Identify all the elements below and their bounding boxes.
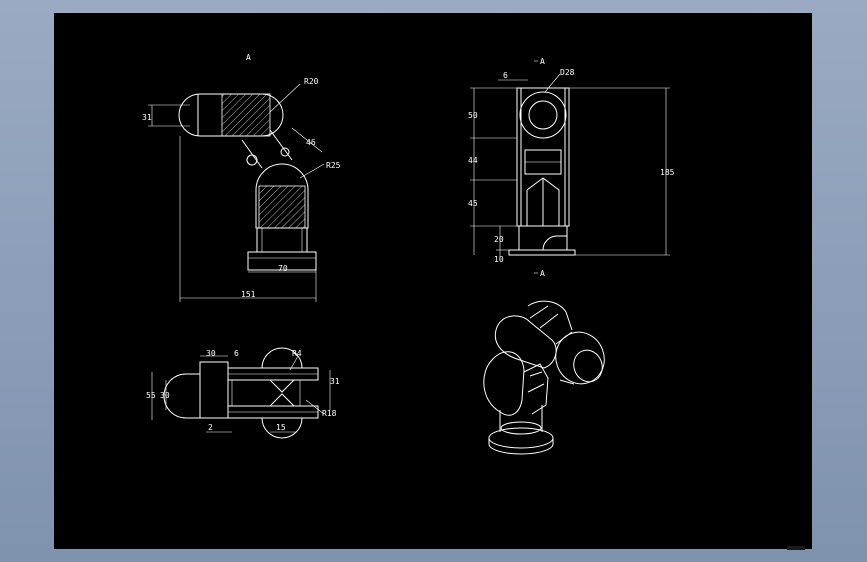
top-left-block xyxy=(199,361,229,419)
dim-h4: 20 xyxy=(494,235,504,244)
dim-leader-r-joint xyxy=(299,163,325,179)
base-flange xyxy=(247,251,317,271)
iso-base-side xyxy=(488,438,554,455)
joint-pin xyxy=(246,154,258,166)
side-base-plate xyxy=(508,249,576,256)
top-view: 30 6 R4 55 30 31 R18 2 15 xyxy=(146,347,340,439)
iso-fork-detail xyxy=(527,371,545,393)
iso-bearing-link xyxy=(555,331,575,385)
column-body xyxy=(256,227,308,253)
section-mark-top: A xyxy=(540,57,545,66)
dim-h5: 10 xyxy=(494,255,504,264)
top-center-web xyxy=(269,379,295,407)
dim-r18: R18 xyxy=(322,409,337,418)
dim-leader-r18 xyxy=(305,399,325,415)
side-bearing-outer xyxy=(519,91,567,139)
dim-h3: 45 xyxy=(468,199,478,208)
dim-base-w: 70 xyxy=(278,264,288,273)
section-mark-bottom: A xyxy=(540,269,545,278)
top-arcs xyxy=(261,347,303,439)
dim-h31: 31 xyxy=(330,377,340,386)
dim-leader-r4 xyxy=(289,355,299,371)
iso-upper-top xyxy=(527,300,573,331)
lower-joint-section xyxy=(258,185,306,229)
dim-gap: 6 xyxy=(234,349,239,358)
dim-len-diag: 46 xyxy=(306,138,316,147)
status-corner-mark xyxy=(787,546,805,550)
dim-r4: R4 xyxy=(292,349,302,358)
iso-base-top xyxy=(488,427,554,449)
dim-top-w30: 30 xyxy=(206,349,216,358)
dim-leader-r-top xyxy=(269,83,301,113)
side-fillet xyxy=(542,235,567,251)
iso-upper-ridges xyxy=(529,305,559,329)
dim-leader-d-circle xyxy=(544,73,561,93)
top-left-boss xyxy=(163,373,201,419)
dim-total-h: 185 xyxy=(660,168,675,177)
front-view: A 31 R20 46 R25 70 151 xyxy=(142,53,341,302)
dim-h30: 30 xyxy=(160,391,170,400)
iso-bearing-inner xyxy=(573,349,603,383)
iso-column-ring xyxy=(500,421,542,435)
iso-column xyxy=(499,405,543,432)
dim-h55: 55 xyxy=(146,391,156,400)
dim-r-top: R20 xyxy=(304,77,319,86)
lower-joint-outline xyxy=(255,163,309,229)
dim-top-w: 6 xyxy=(503,71,508,80)
iso-upper-arm xyxy=(494,315,557,369)
dim-h2: 44 xyxy=(468,156,478,165)
side-bearing-inner xyxy=(528,100,558,130)
iso-lower-body xyxy=(483,351,525,416)
dim-h-left: 31 xyxy=(142,113,152,122)
isometric-view xyxy=(483,300,605,455)
joint-pin-small xyxy=(280,147,290,157)
dim-d-circle: D28 xyxy=(560,68,575,77)
dim-bottom-b: 15 xyxy=(276,423,286,432)
front-view-label: A xyxy=(246,53,251,62)
dim-r-joint: R25 xyxy=(326,161,341,170)
dim-line-diag xyxy=(291,127,323,153)
dim-bottom-a: 2 xyxy=(208,423,213,432)
side-view: A A 6 D28 50 44 45 20 10 xyxy=(468,57,675,278)
dim-h1: 50 xyxy=(468,111,478,120)
side-lower-web xyxy=(526,177,560,226)
drawing-canvas[interactable] xyxy=(54,13,812,549)
dim-total-w: 151 xyxy=(241,290,256,299)
iso-fork xyxy=(523,363,549,415)
upper-link-section xyxy=(221,93,271,137)
iso-bearing-outer xyxy=(555,331,605,385)
